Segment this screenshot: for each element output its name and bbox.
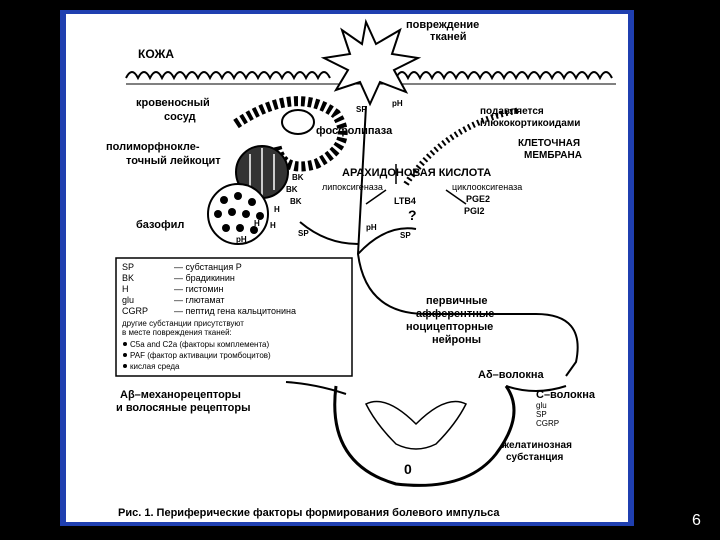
cell-membrane xyxy=(403,107,521,186)
legend-desc-1: — субстанция Р xyxy=(174,262,242,272)
label-primary-neurons-3: ноцицепторные xyxy=(406,321,493,333)
label-cell-membrane-1: КЛЕТОЧНАЯ xyxy=(518,138,580,149)
arrow-lipoxygenase xyxy=(365,189,387,205)
legend-note-2: в месте повреждения тканей: xyxy=(122,328,232,337)
figure-panel: повреждение тканей КОЖА кровеносный сосу… xyxy=(66,14,628,522)
tag-h-2: H xyxy=(254,219,260,228)
pain-pathway-diagram: повреждение тканей КОЖА кровеносный сосу… xyxy=(106,18,616,519)
legend-bullet-1: C5a and C2a (факторы комплемента) xyxy=(130,340,269,349)
legend-abbr-3: H xyxy=(122,284,129,294)
legend-desc-4: — глютамат xyxy=(174,295,225,305)
tag-h-3: H xyxy=(270,221,276,230)
label-suppressed-1: подавляется xyxy=(480,106,544,117)
label-a-delta: Aδ–волокна xyxy=(478,369,545,381)
legend-note-1: другие субстанции присутствуют xyxy=(122,319,244,328)
label-ab-mech-1: Aβ–механорецепторы xyxy=(120,389,241,401)
label-arachidonic: АРАХИДОНОВАЯ КИСЛОТА xyxy=(342,167,491,179)
label-ab-mech-2: и волосяные рецепторы xyxy=(116,402,250,414)
legend-bullet-3: кислая среда xyxy=(130,362,180,371)
label-cyclooxygenase: циклооксигеназа xyxy=(452,182,522,192)
blood-vessel xyxy=(233,96,348,172)
tag-sp-top: SP xyxy=(356,105,367,114)
label-c-sp: SP xyxy=(536,410,547,419)
legend-desc-5: — пептид гена кальцитонина xyxy=(174,306,296,316)
tissue-damage-star xyxy=(320,18,422,107)
label-basophil: базофил xyxy=(136,219,184,231)
label-blood-vessel-2: сосуд xyxy=(164,111,196,123)
label-pgi2: PGI2 xyxy=(464,206,485,216)
label-tissue-damage-2: тканей xyxy=(430,31,467,43)
figure-caption: Рис. 1. Периферические факторы формирова… xyxy=(118,507,500,519)
label-gelatinous-2: субстанция xyxy=(506,451,564,463)
nerve-branch-left xyxy=(299,221,359,245)
label-leukocyte-2: точный лейкоцит xyxy=(126,155,221,167)
label-phospholipase: фосфолипаза xyxy=(316,125,393,137)
label-lipoxygenase: липоксигеназа xyxy=(322,182,383,192)
label-cord-center: 0 xyxy=(404,461,412,477)
tag-h-1: H xyxy=(274,205,280,214)
vessel-cell xyxy=(281,109,315,135)
tag-bk-2: BK xyxy=(286,185,298,194)
legend-abbr-2: BK xyxy=(122,273,134,283)
tag-ph-right: pH xyxy=(366,223,377,232)
afferent-fibers xyxy=(505,385,567,392)
label-ltb4: LTB4 xyxy=(394,196,416,206)
label-cell-membrane-2: МЕМБРАНА xyxy=(524,150,582,161)
label-primary-neurons-2: афферентные xyxy=(416,308,494,320)
tag-ph-left: pH xyxy=(236,235,247,244)
legend-bullet-1-dot xyxy=(123,342,127,346)
label-leukocyte-1: полиморфнокле- xyxy=(106,141,200,153)
legend-abbr-4: glu xyxy=(122,295,134,305)
leukocyte-lobes xyxy=(249,148,275,196)
legend-desc-3: — гистомин xyxy=(174,284,224,294)
skin-surface xyxy=(125,71,613,81)
label-tissue-damage-1: повреждение xyxy=(406,19,479,31)
legend-bullet-2-dot xyxy=(123,353,127,357)
label-c-glu: glu xyxy=(536,401,547,410)
label-primary-neurons-4: нейроны xyxy=(432,334,481,346)
arrow-cyclooxygenase xyxy=(445,189,467,205)
tag-sp-left: SP xyxy=(298,229,309,238)
spinal-cord xyxy=(333,385,516,487)
legend-desc-2: — брадикинин xyxy=(174,273,235,283)
ab-fiber xyxy=(285,381,347,395)
tag-bk-1: BK xyxy=(292,173,304,182)
page-number: 6 xyxy=(692,512,701,529)
label-question: ? xyxy=(408,207,417,223)
tag-bk-3: BK xyxy=(290,197,302,206)
tag-ph-top: pH xyxy=(392,99,403,108)
legend-bullet-3-dot xyxy=(123,364,127,368)
label-suppressed-2: глюкокортикоидами xyxy=(480,118,580,129)
label-primary-neurons-1: первичные xyxy=(426,295,488,307)
nerve-fiber-main xyxy=(356,105,579,377)
nerve-branch-right xyxy=(357,227,417,255)
label-blood-vessel-1: кровеносный xyxy=(136,97,210,109)
label-gelatinous-1: желатинозная xyxy=(501,440,572,451)
label-pge2: PGE2 xyxy=(466,194,490,204)
legend-bullet-2: PAF (фактор активации тромбоцитов) xyxy=(130,351,271,360)
gray-matter xyxy=(364,400,468,450)
basophil-granules xyxy=(214,192,264,234)
tag-sp-right: SP xyxy=(400,231,411,240)
legend-abbr-1: SP xyxy=(122,262,134,272)
label-c-fibers: С–волокна xyxy=(536,389,596,401)
label-skin: КОЖА xyxy=(138,47,174,61)
legend-abbr-5: CGRP xyxy=(122,306,148,316)
legend-box xyxy=(115,257,353,377)
label-c-cgrp: CGRP xyxy=(536,419,559,428)
